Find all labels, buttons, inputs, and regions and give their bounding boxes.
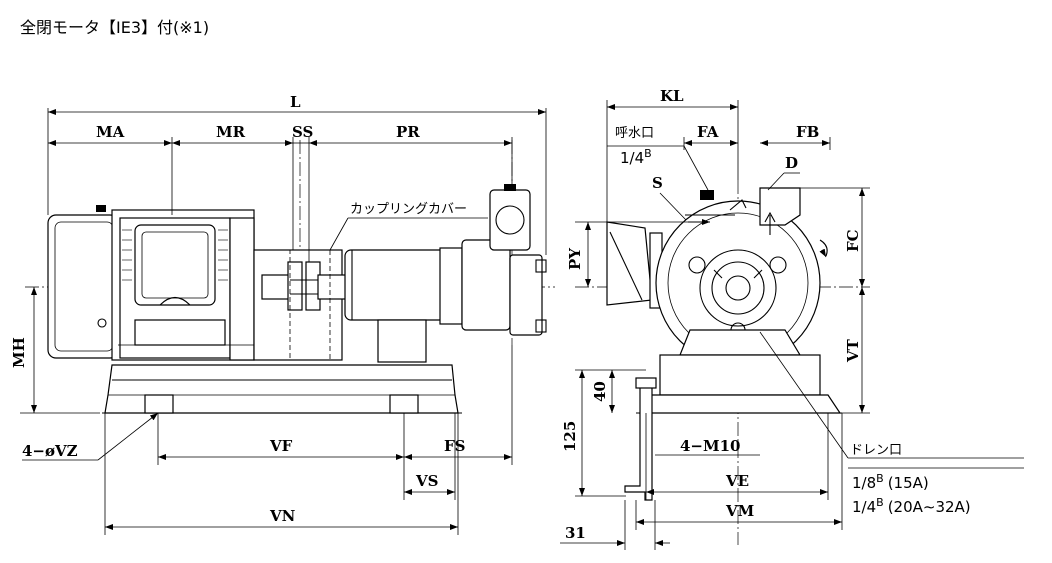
dim-MA: MA <box>96 123 125 141</box>
coupling-cover-label: カップリングカバー <box>350 202 467 217</box>
dim-31: 31 <box>565 524 586 542</box>
page-title: 全閉モータ【IE3】付(※1) <box>20 18 209 37</box>
dim-40: 40 <box>591 381 609 402</box>
dim-125: 125 <box>561 421 579 452</box>
drain-port-label: ドレン口 <box>850 443 902 458</box>
motor <box>47 205 255 361</box>
dim-S: S <box>652 174 663 192</box>
dim-FC: FC <box>844 229 862 252</box>
drain-size-1: 1/8B(15A) <box>852 472 929 493</box>
dim-SS: SS <box>292 123 313 141</box>
dim-MR: MR <box>216 123 246 141</box>
dim-L: L <box>290 93 301 111</box>
dim-KL: KL <box>660 87 684 105</box>
dim-FB: FB <box>796 123 819 141</box>
dim-VZ: 4−øVZ <box>22 442 78 460</box>
dim-FA: FA <box>697 123 719 141</box>
priming-port-size: 1/4B <box>620 147 652 168</box>
dim-D: D <box>785 154 798 172</box>
priming-port-label: 呼水口 <box>615 126 654 141</box>
dim-VS: VS <box>415 472 438 490</box>
dim-M10: 4−M10 <box>680 437 740 455</box>
dim-VT: VT <box>844 338 862 363</box>
dim-VN: VN <box>269 507 296 525</box>
svg-text:1/4B: 1/4B <box>620 147 652 168</box>
coupling <box>253 249 347 361</box>
dim-VM: VM <box>725 502 754 520</box>
svg-text:1/8B(15A): 1/8B(15A) <box>852 472 929 493</box>
dim-VF: VF <box>269 437 293 455</box>
dim-PY: PY <box>566 248 584 270</box>
front-view: ドレン口 1/8B(15A) 1/4B(20A∼32A) 呼水口 1/4B S … <box>560 87 1024 550</box>
dim-MH: MH <box>10 337 28 368</box>
side-view: カップリングカバー L MA MR SS PR MH 4−øVZ <box>10 93 555 535</box>
svg-text:1/4B(20A∼32A): 1/4B(20A∼32A) <box>852 496 971 517</box>
dim-PR: PR <box>396 123 420 141</box>
dim-VE: VE <box>725 472 749 490</box>
drain-size-2: 1/4B(20A∼32A) <box>852 496 971 517</box>
pump-body <box>344 184 547 363</box>
base-frame <box>102 364 462 414</box>
